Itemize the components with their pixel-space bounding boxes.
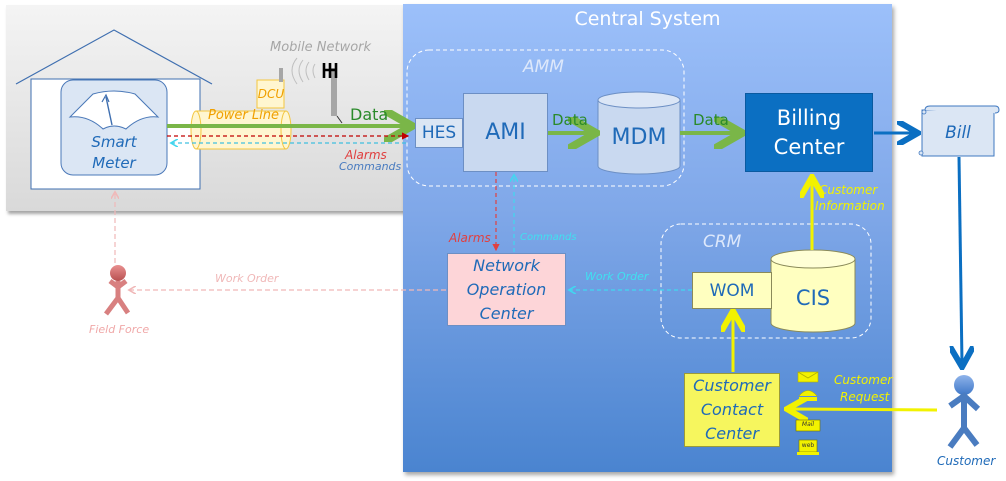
network-operation-center-box[interactable]: Network Operation Center [447, 253, 566, 326]
customer-information-label-line1: Customer [819, 183, 878, 197]
noc-label-line2: Operation [466, 279, 547, 299]
ccc-label-line2: Contact [700, 400, 764, 419]
web-channel-label: web [801, 442, 815, 449]
customer-label: Customer [937, 454, 996, 468]
dcu-box [256, 79, 285, 109]
work-order-label-in: Work Order [585, 270, 649, 283]
cis-label: CIS [795, 285, 831, 310]
central-system-title: Central System [574, 8, 721, 30]
field-force-person-icon [104, 265, 131, 316]
customer-information-label-line2: Information [815, 199, 885, 213]
mail-channel-icon [795, 419, 821, 432]
cis-database [770, 249, 856, 333]
customer-request-flow [790, 409, 938, 410]
alarms-label-home: Alarms [345, 148, 387, 162]
work-order-label-out: Work Order [215, 272, 279, 285]
dcu-label: DCU [257, 87, 285, 101]
data-label-mdm-billing: Data [693, 111, 729, 129]
mdm-label: MDM [611, 125, 667, 150]
cis-box[interactable]: CIS [771, 275, 855, 320]
hes-label: HES [421, 123, 457, 143]
wom-label: WOM [709, 280, 755, 301]
commands-label-noc: Commands [520, 232, 577, 243]
power-line-label: Power Line [208, 108, 279, 123]
mail-channel-label: Mail [801, 421, 815, 428]
billing-center-box[interactable]: Billing Center [745, 93, 873, 172]
wom-box[interactable]: WOM [692, 272, 772, 309]
web-channel-base [797, 452, 819, 455]
amm-title: AMM [523, 57, 564, 77]
ami-label: AMI [485, 120, 526, 145]
smart-meter-label-line2: Meter [92, 154, 136, 172]
noc-label-line3: Center [479, 303, 534, 323]
field-force-label: Field Force [89, 323, 150, 336]
crm-group [660, 223, 872, 339]
smart-meter-label-line1: Smart [91, 133, 137, 151]
bill-document-icon [918, 105, 1000, 157]
ccc-label-line3: Center [705, 424, 759, 443]
smart-meter-icon [60, 79, 168, 176]
mdm-box[interactable]: MDM [598, 110, 680, 165]
data-label-ami-mdm: Data [552, 111, 588, 129]
noc-label-line1: Network [473, 255, 540, 275]
bill-to-customer-flow [959, 156, 962, 364]
customer-request-label-line2: Request [840, 390, 890, 404]
customer-contact-center-box[interactable]: Customer Contact Center [684, 373, 780, 447]
data-label-home: Data [350, 105, 389, 124]
customer-person-icon [947, 375, 981, 449]
alarms-label-noc: Alarms [449, 231, 491, 245]
commands-label-home: Commands [339, 160, 402, 173]
crm-title: CRM [703, 232, 742, 252]
billing-center-label-line1: Billing [776, 106, 842, 131]
ccc-label-line1: Customer [693, 376, 771, 395]
bill-label: Bill [945, 123, 971, 143]
billing-center-label-line2: Center [773, 134, 845, 159]
mdm-database [597, 91, 681, 175]
customer-request-label-line1: Customer [834, 373, 893, 387]
email-channel-icon [797, 371, 819, 383]
phone-channel-icon [798, 390, 818, 401]
mobile-network-label: Mobile Network [270, 40, 372, 55]
hes-box[interactable]: HES [415, 118, 463, 148]
ami-box[interactable]: AMI [463, 93, 548, 172]
mobile-network-antenna-icon [279, 57, 343, 124]
